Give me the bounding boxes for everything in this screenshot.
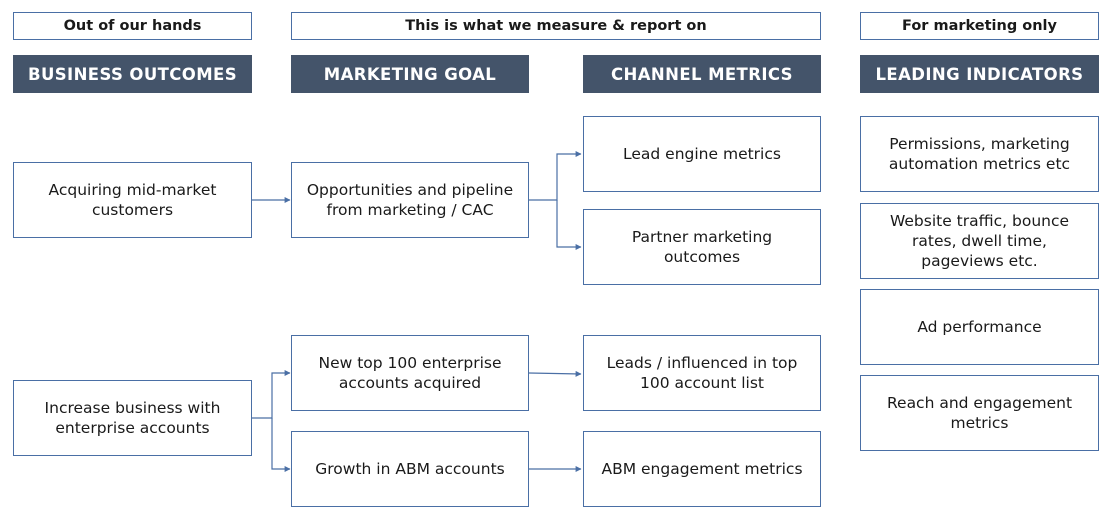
channel-metric-abm-engagement: ABM engagement metrics — [583, 431, 821, 507]
leading-indicator-ad-performance: Ad performance — [860, 289, 1099, 365]
business-outcome-enterprise: Increase business with enterprise accoun… — [13, 380, 252, 456]
header-marketing-goal: MARKETING GOAL — [291, 55, 529, 93]
scope-label-measure-report: This is what we measure & report on — [291, 12, 821, 40]
channel-metric-lead-engine: Lead engine metrics — [583, 116, 821, 192]
header-business-outcomes: BUSINESS OUTCOMES — [13, 55, 252, 93]
marketing-goal-growth-abm: Growth in ABM accounts — [291, 431, 529, 507]
leading-indicator-reach-engagement: Reach and engagement metrics — [860, 375, 1099, 451]
leading-indicator-permissions: Permissions, marketing automation metric… — [860, 116, 1099, 192]
connector-top100-to-leads-influenced — [528, 370, 582, 377]
marketing-goal-opportunities: Opportunities and pipeline from marketin… — [291, 162, 529, 238]
channel-metric-partner: Partner marketing outcomes — [583, 209, 821, 285]
connector-opportunities-to-lead-engine — [529, 151, 582, 201]
connector-enterprise-to-growth-abm — [271, 418, 291, 472]
connector-enterprise-to-top100 — [252, 370, 291, 419]
leading-indicator-website-traffic: Website traffic, bounce rates, dwell tim… — [860, 203, 1099, 279]
scope-label-out-of-hands: Out of our hands — [13, 12, 252, 40]
channel-metric-leads-influenced: Leads / influenced in top 100 account li… — [583, 335, 821, 411]
business-outcome-mid-market: Acquiring mid-market customers — [13, 162, 252, 238]
marketing-goal-top100: New top 100 enterprise accounts acquired — [291, 335, 529, 411]
header-channel-metrics: CHANNEL METRICS — [583, 55, 821, 93]
scope-label-marketing-only: For marketing only — [860, 12, 1099, 40]
connector-opportunities-to-partner — [556, 200, 582, 250]
header-leading-indicators: LEADING INDICATORS — [860, 55, 1099, 93]
